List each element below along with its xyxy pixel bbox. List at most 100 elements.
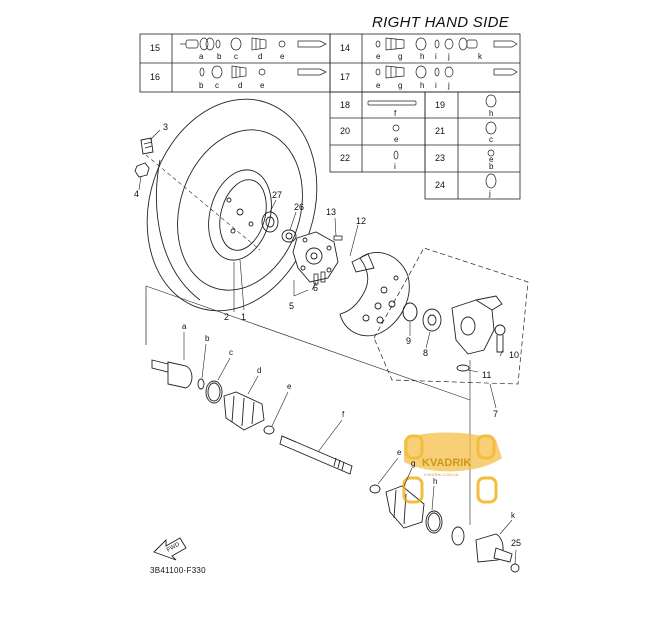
fwd-arrow-icon: [153, 537, 187, 561]
diagram-code: 3B41100-F330: [150, 566, 206, 575]
kit-row-17-parts: [375, 65, 518, 79]
part-letter-b: b: [205, 334, 210, 343]
kit-letter: c: [489, 135, 493, 144]
callout-7: 7: [493, 409, 498, 419]
hub-bearing: [261, 211, 297, 243]
kit-row-14-letters: e g h i j k: [376, 52, 483, 61]
ball-joint: [494, 324, 506, 353]
part-letter-a: a: [182, 322, 187, 331]
kit-number-20: 20: [340, 126, 350, 136]
leader-lines: [138, 129, 517, 565]
callout-1: 1: [241, 312, 246, 322]
kit-letter: a: [199, 52, 204, 61]
front-hub: [292, 231, 339, 283]
kit-letter: i: [435, 81, 437, 90]
stud-guide-line: [145, 154, 261, 251]
kit-number-19: 19: [435, 100, 445, 110]
steering-knuckle: [451, 295, 503, 355]
inner-cv-joint: [151, 359, 193, 389]
kit-letter: j: [447, 81, 450, 90]
callout-12: 12: [356, 216, 366, 226]
kit-letter: e: [280, 52, 285, 61]
inner-boot: [223, 391, 265, 431]
watermark-logo: [402, 432, 502, 504]
outer-boot-band: [425, 510, 443, 534]
part-letter-f: f: [342, 410, 345, 419]
kit-number-18: 18: [340, 100, 350, 110]
snap-ring: [402, 302, 418, 322]
boot-band-small: [197, 378, 205, 390]
kit-letter: h: [420, 52, 424, 61]
kit-row-15-letters: a b c d e: [199, 52, 285, 61]
watermark-tagline: KVADRIK.COM.UA: [424, 472, 459, 477]
kit-letter: b: [489, 162, 494, 171]
part-letter-c: c: [229, 348, 233, 357]
callout-26: 26: [294, 202, 304, 212]
part-letter-h: h: [433, 477, 437, 486]
kit-letter: j: [488, 189, 491, 198]
kit-letter: e: [260, 81, 265, 90]
kit-number-22: 22: [340, 153, 350, 163]
callout-27: 27: [272, 190, 282, 200]
part-letter-e: e: [287, 382, 292, 391]
kit-letter: g: [398, 52, 402, 61]
callout-25: 25: [511, 538, 521, 548]
cotter-pin: [456, 364, 470, 372]
callout-10: 10: [509, 350, 519, 360]
kit-number-15: 15: [150, 43, 160, 53]
wheel-stud: [140, 137, 154, 155]
kit-letter: d: [238, 81, 242, 90]
kit-number-21: 21: [435, 126, 445, 136]
kit-row-16-letters: b c d e: [199, 81, 265, 90]
kit-number-23: 23: [435, 153, 445, 163]
callout-8: 8: [423, 348, 428, 358]
kit-table: [139, 33, 521, 200]
kit-letter: i: [394, 162, 396, 171]
kit-letter: f: [394, 109, 397, 118]
tire: [146, 98, 318, 312]
kit-row-17-letters: e g h i j: [376, 81, 450, 90]
callout-2: 2: [224, 312, 229, 322]
knuckle-group-frame: [373, 247, 529, 385]
kit-letter: e: [489, 155, 494, 164]
wheel-rim: [208, 169, 272, 261]
kit-small-parts: [367, 94, 497, 189]
kit-letter: c: [234, 52, 238, 61]
kit-letter: b: [199, 81, 204, 90]
boot-band-e: [263, 425, 275, 435]
callout-9: 9: [406, 336, 411, 346]
kit-letter: k: [478, 52, 483, 61]
callout-6: 6: [313, 283, 318, 293]
kit-letter: i: [435, 52, 437, 61]
kit-letter: d: [258, 52, 262, 61]
watermark-brand: KVADRIK: [422, 457, 471, 469]
kit-letter: c: [215, 81, 219, 90]
shaft-axis-line: [145, 285, 471, 401]
part-letter-g: g: [411, 459, 415, 468]
kit-letter: j: [447, 52, 450, 61]
kit-letter: b: [217, 52, 222, 61]
kit-letter: e: [394, 135, 399, 144]
hub-bolts: [313, 235, 343, 285]
callout-5: 5: [289, 301, 294, 311]
kit-letter: h: [420, 81, 424, 90]
kit-row-14-parts: [375, 37, 518, 51]
shaft-clip: [369, 484, 381, 494]
knuckle-bearing: [422, 308, 442, 332]
kit-letter: h: [489, 109, 493, 118]
kit-row-16-parts: [199, 65, 327, 79]
outer-band-small: [451, 526, 465, 546]
callout-13: 13: [326, 207, 336, 217]
boot-band-large: [205, 380, 223, 404]
wheel-nut: [134, 162, 150, 178]
page-title: RIGHT HAND SIDE: [372, 14, 510, 31]
brake-disc: [339, 251, 410, 337]
kit-letter: g: [398, 81, 402, 90]
callout-11: 11: [482, 370, 491, 380]
kit-number-16: 16: [150, 72, 160, 82]
kit-row-15-parts: [180, 37, 327, 51]
part-letter-d: d: [257, 366, 261, 375]
outer-cv-joint: [475, 533, 513, 563]
kit-letter: e: [376, 52, 381, 61]
